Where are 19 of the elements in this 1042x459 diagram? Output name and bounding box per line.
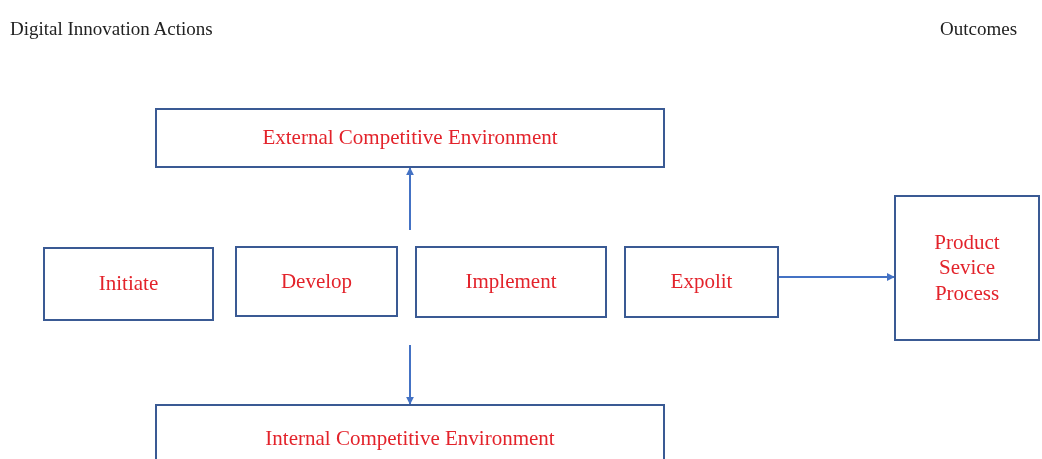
arrow [778,273,895,281]
arrow [406,167,414,231]
process-box [155,108,665,168]
box-label: Initiate [98,271,159,297]
box-label: Implement [465,269,557,295]
box-label: External Competitive Environment [262,125,558,151]
box-label: Develop [280,268,353,295]
process-box [155,404,665,459]
process-box [415,246,607,318]
arrow [406,344,414,405]
process-box [894,195,1040,341]
heading-text: Outcomes [940,18,1018,40]
box-label: Product Sevice Process [933,230,1001,306]
box-label: Expolit [670,269,733,295]
process-box [43,247,214,321]
process-box [624,246,779,318]
process-box [235,246,398,317]
box-label: Internal Competitive Environment [265,426,555,452]
heading-text: Digital Innovation Actions [10,18,213,40]
